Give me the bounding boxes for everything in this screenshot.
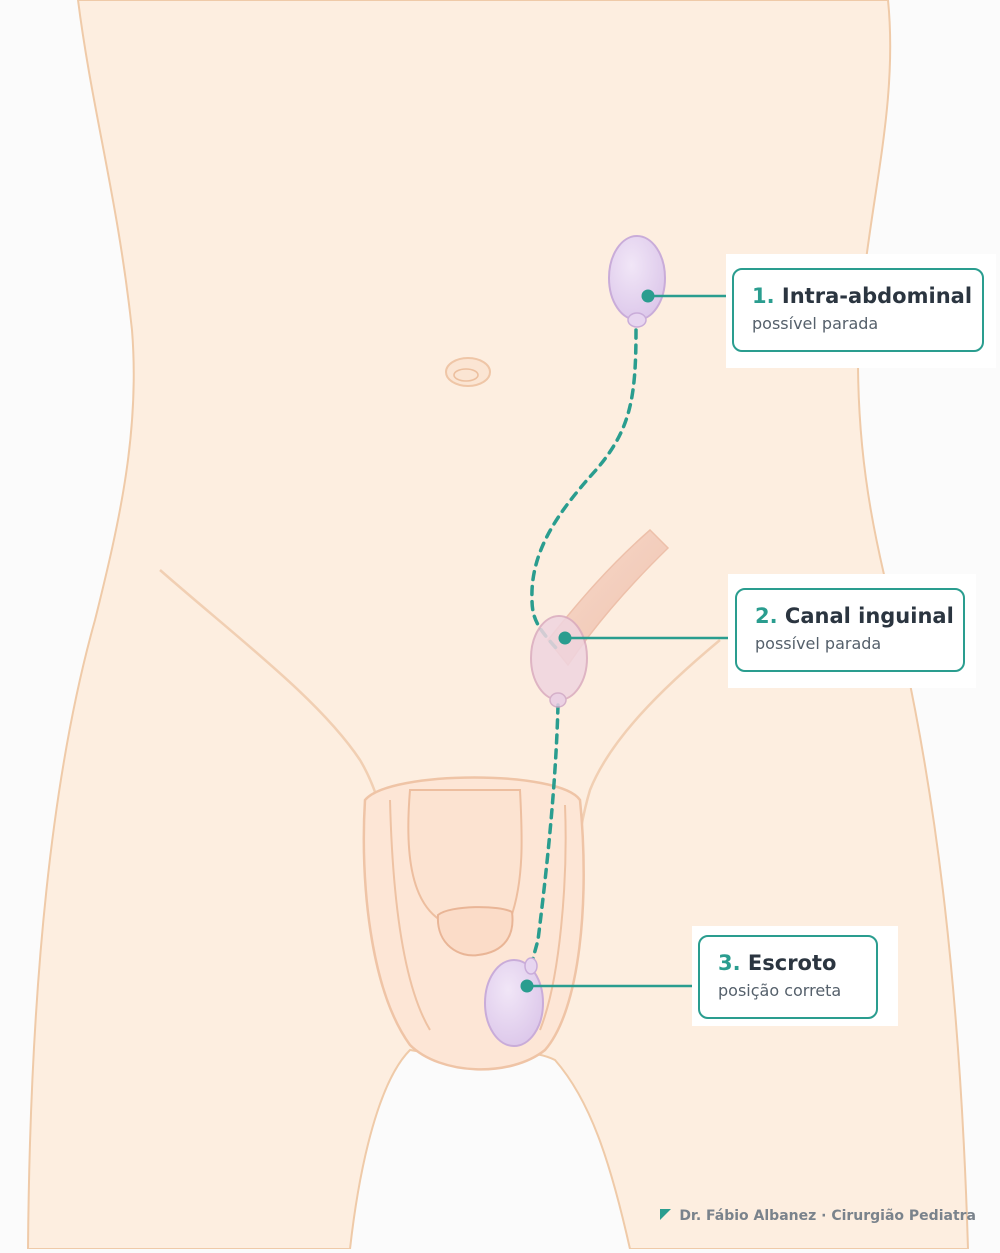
callout-number: 1. [752,284,775,308]
scrotum-fold-right [539,804,567,1031]
navel-outer [445,357,491,387]
callout-box: 3. Escroto posição correta [698,935,878,1019]
callout-box: 1. Intra-abdominal possível parada [732,268,984,352]
callout-number: 3. [718,951,741,975]
callout-subtitle: possível parada [752,314,879,333]
author-credit: Dr. Fábio Albanez · Cirurgião Pediatra [660,1208,976,1224]
callout-intra-abdominal: 1. Intra-abdominal possível parada [726,254,996,368]
callout-title-text: Escroto [747,951,837,975]
descent-path [530,328,638,964]
callout-subtitle: posição correta [718,981,842,1000]
callout-box: 2. Canal inguinal possível parada [735,588,965,672]
callout-title: 3. Escroto [718,949,860,977]
leader-line-3 [520,979,694,993]
scrotum-fold-left [389,799,431,1031]
callout-title: 1. Intra-abdominal [752,282,972,310]
callout-title-text: Intra-abdominal [781,284,973,308]
callout-title: 2. Canal inguinal [755,602,954,630]
testis-scrotum [484,957,544,1047]
credit-text: Dr. Fábio Albanez · Cirurgião Pediatra [679,1208,976,1224]
penis [407,789,523,921]
credit-mark-icon [660,1209,672,1220]
leader-line-1 [641,289,726,303]
callout-title-text: Canal inguinal [784,604,954,628]
callout-scrotum: 3. Escroto posição correta [692,926,898,1026]
callout-number: 2. [755,604,778,628]
callout-subtitle: possível parada [755,634,882,653]
callout-inguinal-canal: 2. Canal inguinal possível parada [728,574,976,688]
navel-inner [453,368,479,382]
glans [436,906,514,957]
leader-line-2 [558,631,730,645]
